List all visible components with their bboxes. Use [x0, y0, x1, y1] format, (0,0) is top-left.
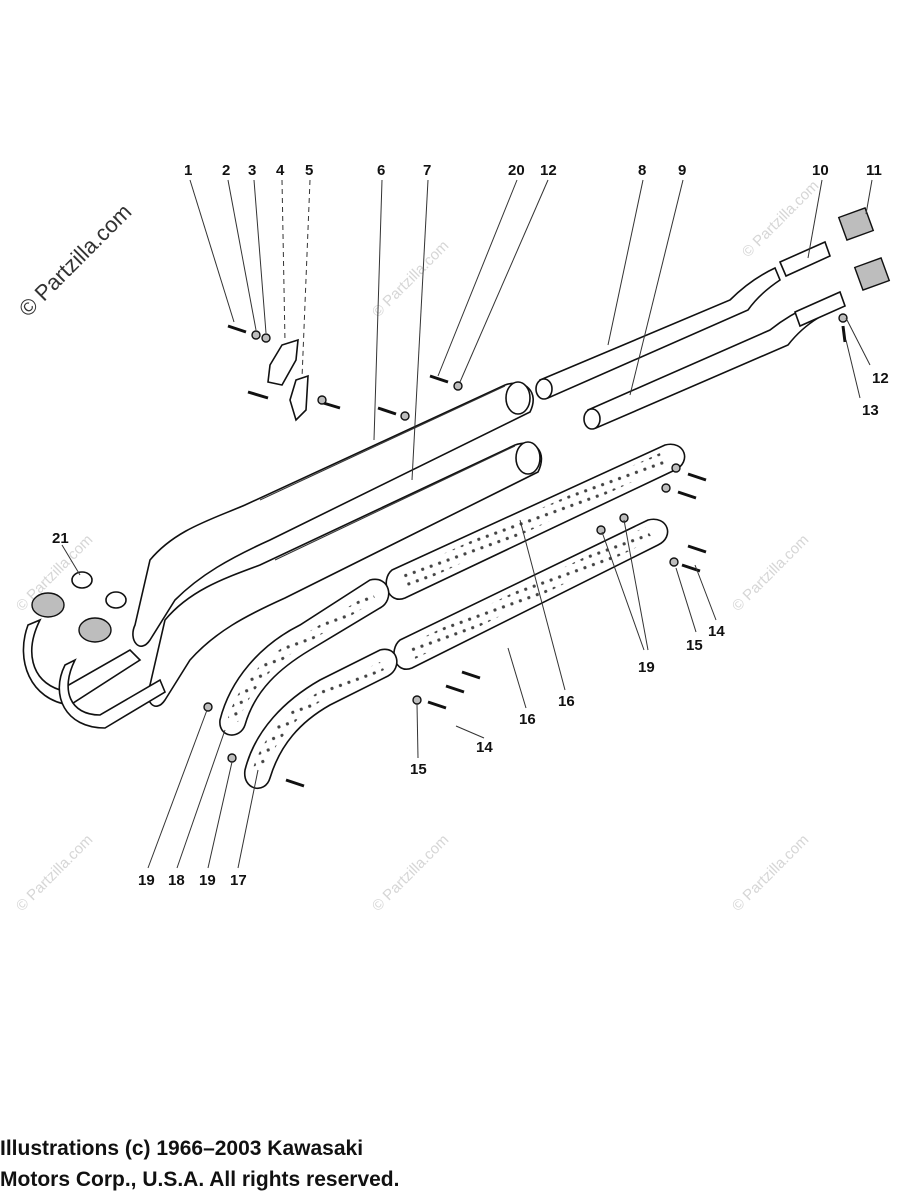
callout-16: 16 [558, 693, 575, 710]
washer-2 [251, 330, 261, 340]
copyright-line-1: Illustrations (c) 1966–2003 Kawasaki [0, 1137, 364, 1160]
bolt-14 [445, 684, 465, 694]
callout-1: 1 [184, 162, 192, 179]
callout-19: 19 [138, 872, 155, 889]
callout-18: 18 [168, 872, 185, 889]
gasket [71, 571, 93, 589]
heat-guard-17-perforation [253, 662, 384, 774]
hardware [203, 313, 848, 788]
header-pipe-lower [58, 658, 167, 729]
bolt-14 [687, 472, 707, 482]
callout-8: 8 [638, 162, 646, 179]
tail-pipes [535, 207, 891, 430]
callout-14: 14 [708, 623, 725, 640]
watermark-tile: © Partzilla.com [369, 831, 452, 914]
callout-19: 19 [638, 659, 655, 676]
callout-9: 9 [678, 162, 686, 179]
washer-19 [596, 525, 606, 535]
tail-pipe-upper-end [535, 378, 553, 400]
exhaust-pipes [22, 381, 543, 729]
muffler-end-lower [515, 441, 541, 475]
pipe-extension [793, 290, 847, 328]
callouts: 1 2 3 4 5 6 7 20 12 8 9 10 11 12 13 21 1… [52, 162, 889, 889]
callout-10: 10 [812, 162, 829, 179]
bolt-14 [461, 670, 481, 680]
washer [317, 395, 327, 405]
callout-16: 16 [519, 711, 536, 728]
washer-15 [669, 557, 679, 567]
callout-21: 21 [52, 530, 69, 547]
callout-7: 7 [423, 162, 431, 179]
bolt [247, 390, 269, 400]
bolt-14 [677, 490, 697, 500]
heat-guard-18-perforation [228, 592, 376, 722]
partzilla-watermark: © Partzilla.com [14, 199, 137, 322]
nut-12-right [838, 313, 848, 323]
bolt-14 [687, 544, 707, 554]
callout-3: 3 [248, 162, 256, 179]
watermark-tile: © Partzilla.com [13, 831, 96, 914]
washer [671, 463, 681, 473]
watermark-tile: © Partzilla.com [369, 237, 452, 320]
tail-pipe-upper [538, 266, 781, 400]
heat-guard-16-lower-perforation [408, 527, 653, 660]
callout-12: 12 [540, 162, 557, 179]
end-cap [853, 257, 891, 291]
nut-12 [453, 381, 463, 391]
watermark-tile: © Partzilla.com [729, 831, 812, 914]
muffler-end-upper [505, 381, 531, 415]
callout-12: 12 [872, 370, 889, 387]
callout-19: 19 [199, 872, 216, 889]
callout-17: 17 [230, 872, 247, 889]
leader-lines [61, 179, 873, 869]
bolt [285, 778, 305, 788]
copyright-line-2: Motors Corp., U.S.A. All rights reserved… [0, 1168, 400, 1191]
callout-5: 5 [305, 162, 313, 179]
gasket [105, 591, 127, 609]
washer-15 [412, 695, 422, 705]
pipe-extension [778, 240, 832, 278]
muffler-body-lower [147, 442, 543, 707]
bracket-5 [289, 374, 309, 422]
header-pipe-upper [22, 618, 142, 706]
callout-11: 11 [866, 162, 882, 179]
bolt-20 [429, 374, 449, 384]
bolt-14 [427, 700, 447, 710]
header-flange [31, 592, 65, 618]
washer [661, 483, 671, 493]
callout-4: 4 [276, 162, 285, 179]
callout-14: 14 [476, 739, 493, 756]
washer-3 [261, 333, 271, 343]
callout-15: 15 [410, 761, 427, 778]
header-flange [78, 617, 112, 643]
callout-2: 2 [222, 162, 230, 179]
heat-guard-16-upper-perforation [400, 452, 670, 590]
bolt [377, 406, 397, 416]
tail-pipe-lower-end [583, 408, 601, 430]
callout-20: 20 [508, 162, 525, 179]
washer-19 [227, 753, 237, 763]
heat-guard-17 [244, 648, 398, 790]
watermark-tile: © Partzilla.com [729, 531, 812, 614]
muffler-body-upper [132, 382, 534, 647]
copyright-notice: Illustrations (c) 1966–2003 Kawasaki Mot… [0, 1133, 900, 1195]
washer-19 [203, 702, 213, 712]
watermark-tiles: © Partzilla.com © Partzilla.com © Partzi… [13, 177, 822, 914]
end-cap [837, 207, 875, 241]
callout-13: 13 [862, 402, 879, 419]
nut [400, 411, 410, 421]
callout-15: 15 [686, 637, 703, 654]
callout-6: 6 [377, 162, 385, 179]
bracket-4 [267, 338, 299, 386]
bolt-1 [227, 324, 247, 334]
bolt-13 [841, 325, 847, 343]
